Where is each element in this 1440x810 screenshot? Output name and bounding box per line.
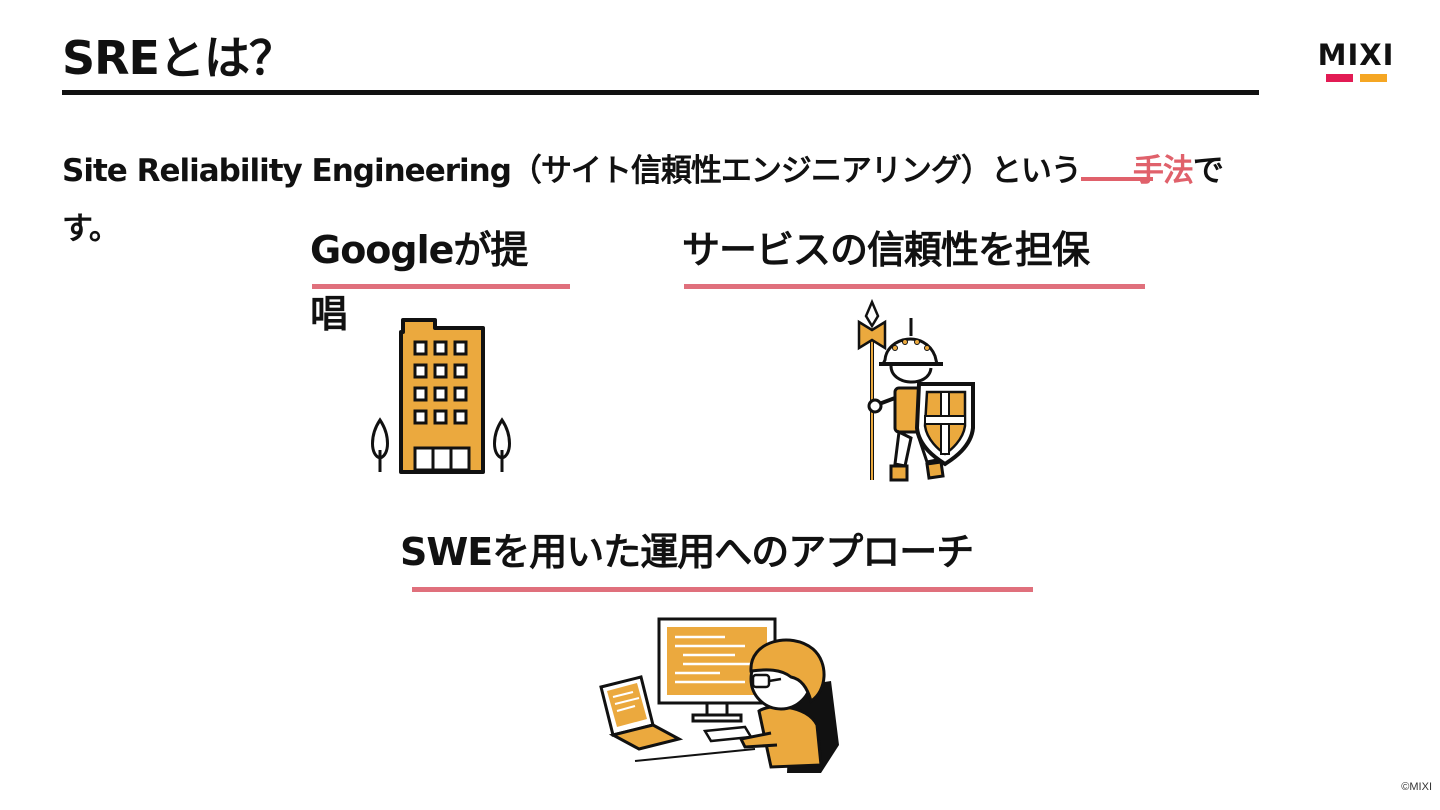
logo-red-bar <box>1326 74 1353 82</box>
intro-text: Site Reliability Engineering（サイト信頼性エンジニア… <box>62 153 1082 189</box>
fill-in-blank <box>1080 145 1153 181</box>
feature-label-reliability: サービスの信頼性を担保 <box>682 228 1090 272</box>
mixi-logo: MIXI <box>1310 40 1402 84</box>
feature-label-google: Googleが提唱 <box>310 228 528 336</box>
intro-sentence: Site Reliability Engineering（サイト信頼性エンジニア… <box>62 142 1362 258</box>
armored-guard-icon <box>857 298 975 482</box>
engineer-at-computer-icon <box>599 617 839 773</box>
feature-underline-reliability <box>684 284 1145 289</box>
feature-label-swe: SWEを用いた運用へのアプローチ <box>400 530 974 574</box>
office-building-icon <box>371 318 511 474</box>
feature-underline-google <box>312 284 570 289</box>
slide-title: SREとは？ <box>62 31 295 85</box>
title-underline <box>62 90 1259 95</box>
logo-yellow-bar <box>1360 74 1387 82</box>
logo-wordmark: MIXI <box>1317 38 1395 72</box>
intro-tail-2: す。 <box>62 211 120 247</box>
feature-underline-swe <box>412 587 1033 592</box>
intro-tail-1: で <box>1192 153 1224 189</box>
intro-answer: 手法 <box>1132 153 1194 189</box>
footer-copyright: ©MIXI <box>1401 781 1432 793</box>
